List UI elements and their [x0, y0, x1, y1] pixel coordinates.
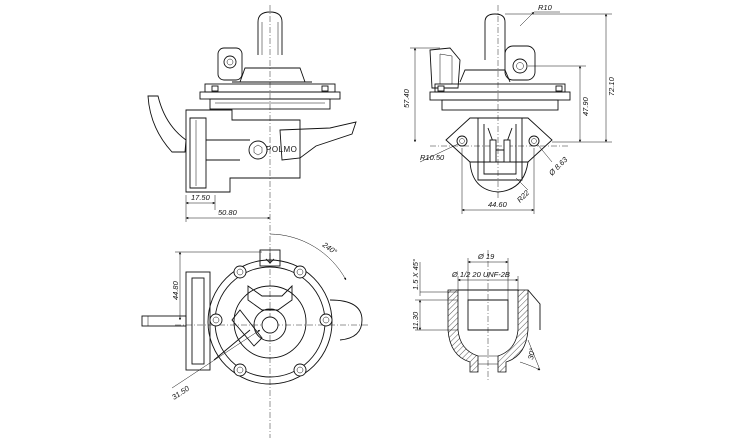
top-view: 240° 44.80 31.50 [141, 225, 370, 438]
dim-chamfer: 1.5 X 45° [411, 259, 420, 290]
dim-dia-19: Ø 19 [477, 252, 495, 261]
dim-17-50: 17.50 [191, 193, 211, 202]
dim-11-30: 11.30 [411, 311, 420, 330]
section-view: Ø 19 Ø 1/2 20 UNF-2B 1.5 X 45° 11.30 30° [411, 250, 541, 380]
dim-44-80: 44.80 [171, 280, 180, 300]
dim-50-80: 50.80 [218, 208, 238, 217]
dim-dia-8-63: Ø 8.63 [546, 155, 570, 179]
side-view: R10 57.40 47.90 72.10 R10.50 Ø 8.63 R22 … [402, 3, 616, 214]
dim-72-10: 72.10 [607, 76, 616, 96]
dim-240-deg: 240° [320, 240, 339, 257]
dim-47-90: 47.90 [581, 96, 590, 116]
front-view: POLMO 17.50 50.80 [147, 5, 357, 225]
dim-44-60: 44.60 [488, 200, 508, 209]
dim-57-40: 57.40 [402, 88, 411, 108]
brand-label: POLMO [266, 145, 297, 154]
dim-r22: R22 [515, 188, 532, 205]
dim-r10-50: R10.50 [420, 153, 445, 162]
dim-30-deg: 30° [526, 348, 537, 361]
dim-r10: R10 [538, 3, 553, 12]
dim-r31-50: 31.50 [170, 383, 191, 401]
dim-thread: Ø 1/2 20 UNF-2B [451, 270, 510, 279]
